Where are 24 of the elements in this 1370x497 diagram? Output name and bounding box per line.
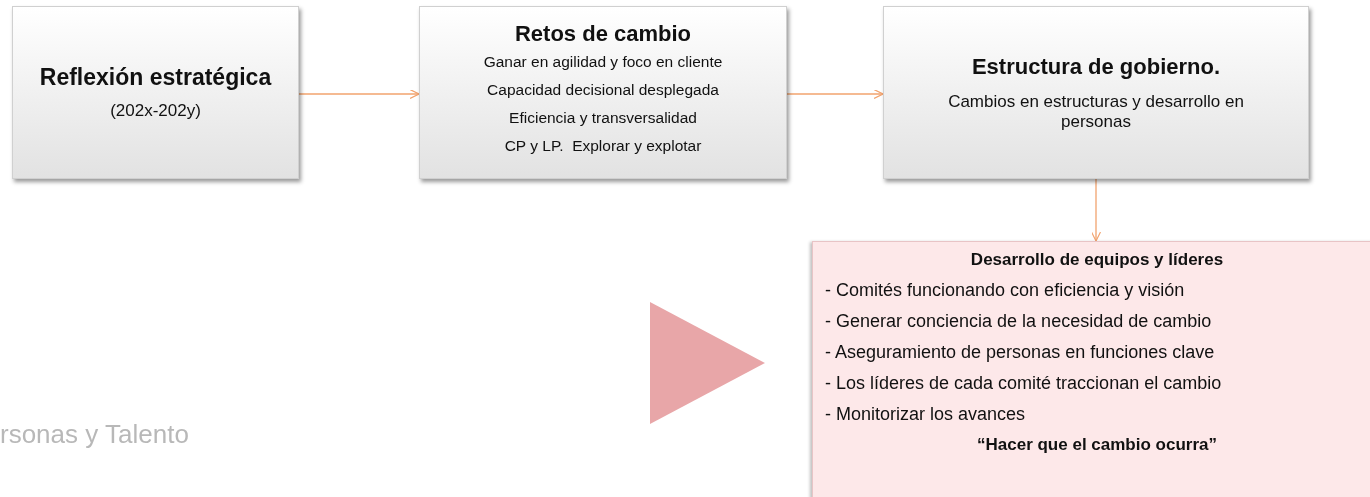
process-box [12,6,299,179]
node-heading: Retos de cambio [514,20,691,47]
node-text: - Aseguramiento de personas en funciones clave [825,342,1215,363]
node-text: Eficiencia y transversalidad [509,108,697,127]
process-box [419,6,787,179]
node-text: CP y LP. Explorar y explotar [504,136,702,155]
node-text: - Generar conciencia de la necesidad de cambio [825,311,1212,332]
arrow [1090,178,1102,242]
node-text: - Comités funcionando con eficiencia y visión [825,280,1185,301]
node-heading: Reflexión estratégica [39,64,272,91]
node-text: Ganar en agilidad y foco en cliente [483,52,723,71]
highlight-panel [812,241,1370,497]
process-box [883,6,1309,179]
node-text: “Hacer que el cambio ocurra” [977,435,1217,455]
node-heading: Estructura de gobierno. [971,53,1221,80]
faded-footer-text: rsonas y Talento [0,419,189,450]
node-text: Capacidad decisional desplegada [487,80,719,99]
arrow [298,88,420,100]
node-text: Cambios en estructuras y desarrollo en personas [947,91,1245,132]
node-text: - Los líderes de cada comité traccionan el cambio [825,373,1222,394]
node-heading: Desarrollo de equipos y líderes [970,250,1224,270]
node-text: (202x-202y) [110,101,201,121]
node-text: - Monitorizar los avances [825,404,1026,425]
arrow [786,88,884,100]
